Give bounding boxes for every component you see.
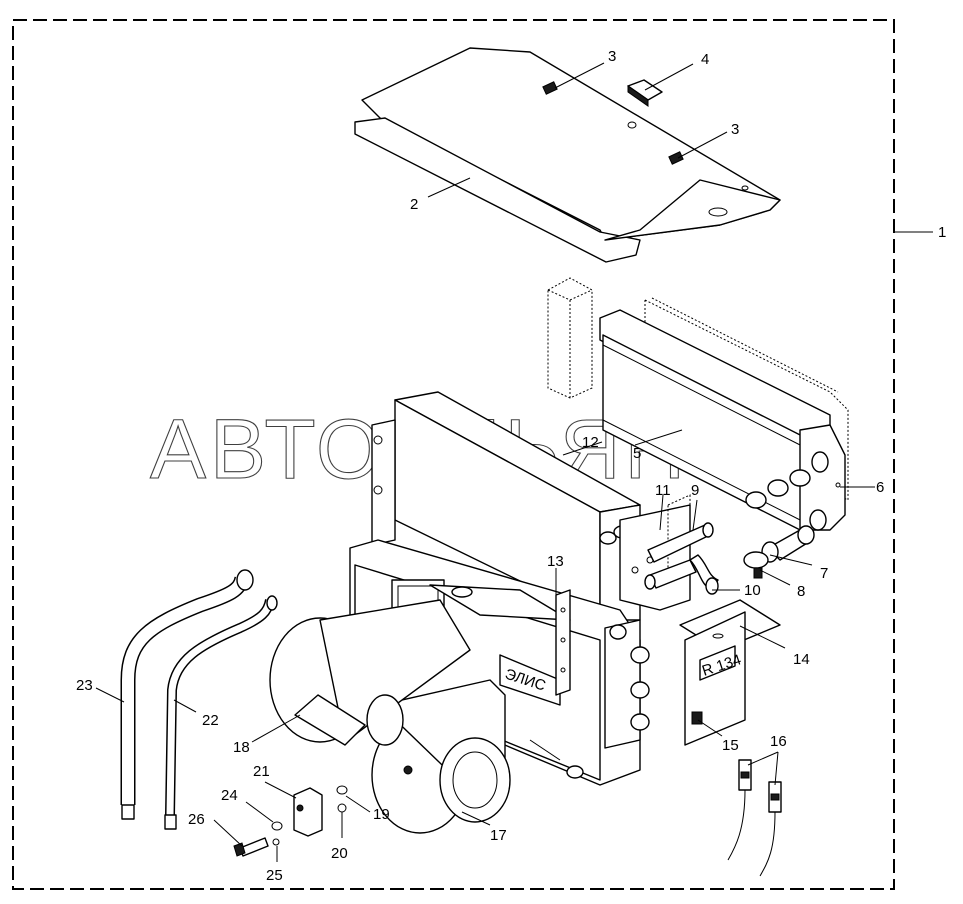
part-6-side-plate bbox=[799, 424, 846, 531]
part-18-blower-housing bbox=[269, 599, 471, 746]
part-16-sensors bbox=[727, 759, 782, 877]
part-25-o-ring bbox=[272, 838, 280, 846]
part-15-clip bbox=[691, 711, 703, 725]
callout-26: 26 bbox=[188, 811, 205, 828]
callout-6: 6 bbox=[876, 479, 884, 496]
part-14-support-frame: R 134 bbox=[679, 599, 781, 746]
part-13-strip bbox=[555, 589, 571, 696]
callout-8: 8 bbox=[797, 583, 805, 600]
callout-14: 14 bbox=[793, 651, 810, 668]
callout-3-b: 3 bbox=[731, 121, 739, 138]
callout-20: 20 bbox=[331, 845, 348, 862]
callout-11: 11 bbox=[655, 482, 671, 499]
part-21-expansion-valve bbox=[293, 787, 323, 837]
assembly-boundary bbox=[12, 19, 895, 890]
leader-lines bbox=[95, 62, 933, 862]
callout-9: 9 bbox=[691, 482, 699, 499]
part-12-evaporator-housing bbox=[371, 391, 641, 621]
callout-18: 18 bbox=[233, 739, 250, 756]
callout-1: 1 bbox=[938, 224, 946, 241]
ghost-filter-outline bbox=[547, 277, 849, 501]
callout-24: 24 bbox=[221, 787, 238, 804]
callout-2: 2 bbox=[410, 196, 418, 213]
callout-5: 5 bbox=[633, 445, 641, 462]
part-8-hose-clamp-upper bbox=[745, 469, 811, 509]
part-26-screw bbox=[233, 837, 269, 857]
part-3-clip-a bbox=[542, 81, 558, 95]
part-10-bent-tube bbox=[689, 554, 719, 595]
part-20-o-ring bbox=[337, 803, 347, 813]
callout-16: 16 bbox=[770, 733, 787, 750]
callout-21: 21 bbox=[253, 763, 270, 780]
part-9-pipe bbox=[644, 522, 714, 590]
part-8-hose-clamp bbox=[743, 551, 769, 579]
callout-10: 10 bbox=[744, 582, 761, 599]
part-22-hose bbox=[164, 595, 278, 830]
part-3-clip-b bbox=[668, 151, 684, 165]
valve-block bbox=[604, 619, 650, 749]
callout-4: 4 bbox=[701, 51, 709, 68]
part-23-hose bbox=[120, 569, 254, 820]
part-17-blower-housing bbox=[371, 679, 511, 834]
callout-23: 23 bbox=[76, 677, 93, 694]
callout-12: 12 bbox=[582, 434, 599, 451]
callout-13: 13 bbox=[547, 553, 564, 570]
callout-15: 15 bbox=[722, 737, 739, 754]
callout-19: 19 bbox=[373, 806, 390, 823]
callout-25: 25 bbox=[266, 867, 283, 884]
callout-17: 17 bbox=[490, 827, 507, 844]
callout-3-a: 3 bbox=[608, 48, 616, 65]
part-7-pipe-fitting bbox=[761, 525, 815, 563]
part-19-o-ring bbox=[336, 785, 348, 795]
part-2-cover bbox=[354, 47, 781, 263]
callout-numbers: 1 2 3 3 4 5 6 7 8 9 10 11 12 13 14 15 16… bbox=[76, 48, 946, 884]
callout-7: 7 bbox=[820, 565, 828, 582]
callout-22: 22 bbox=[202, 712, 219, 729]
part-24-o-ring bbox=[271, 821, 283, 831]
